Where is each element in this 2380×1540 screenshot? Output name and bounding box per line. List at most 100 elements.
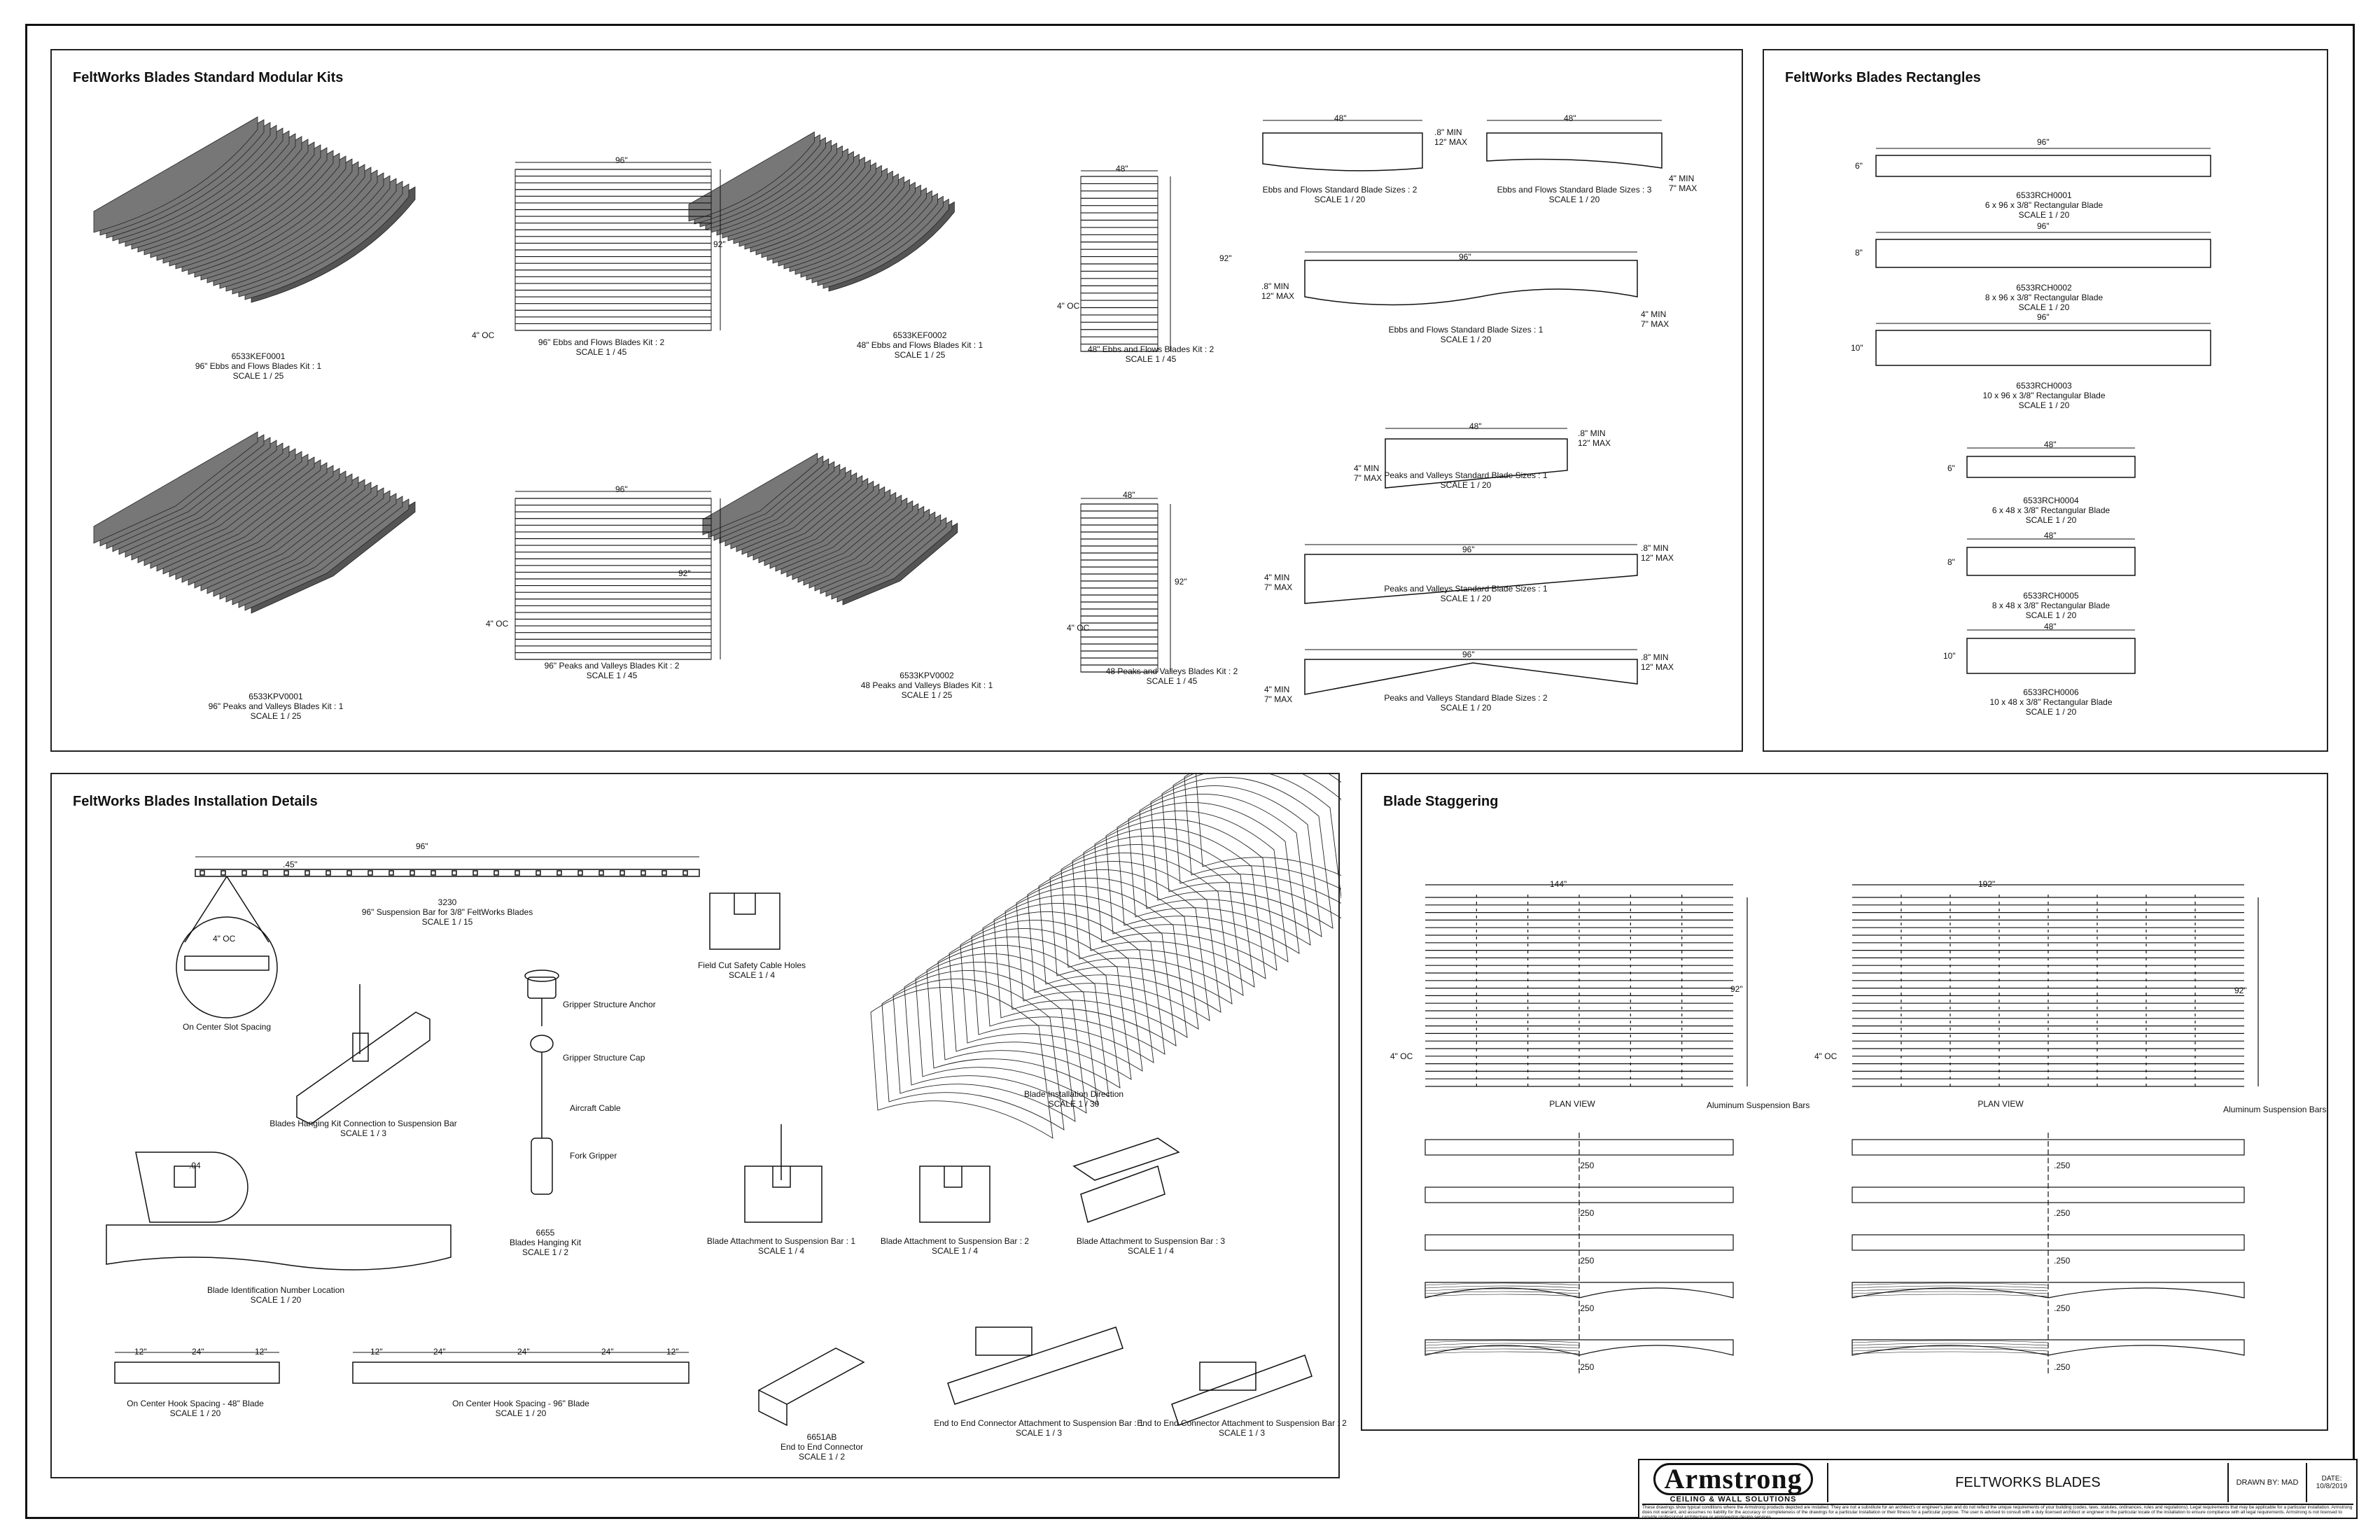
hook-blade-96 xyxy=(352,1362,690,1384)
label-suspension-bars-1: Aluminum Suspension Bars xyxy=(1707,1100,1810,1110)
caption-blade-peaks-1: Peaks and Valleys Standard Blade Sizes :… xyxy=(1384,470,1548,490)
dim-96-k2: 96" xyxy=(615,155,628,165)
hanging-kit-connection xyxy=(296,1011,430,1125)
dim-12-b: 12" xyxy=(255,1347,267,1357)
dim-8-r2: 8" xyxy=(1855,248,1863,258)
dim-48-k4: 48" xyxy=(1116,164,1128,174)
attachment-3 xyxy=(1072,1138,1180,1223)
suspension-bar xyxy=(195,869,700,877)
dim-24-c: 24" xyxy=(517,1347,530,1357)
dim-24-d: 24" xyxy=(601,1347,614,1357)
label-suspension-bars-2: Aluminum Suspension Bars xyxy=(2223,1105,2327,1114)
blade-id-blade xyxy=(106,1224,451,1270)
fork-gripper xyxy=(531,1138,553,1195)
dim-45: .45" xyxy=(283,860,298,869)
blade-ebbs-3 xyxy=(1486,132,1662,169)
kit-peaks-48-plan xyxy=(1080,503,1158,673)
dim-96-k6: 96" xyxy=(615,484,628,494)
label-aircraft-cable: Aircraft Cable xyxy=(570,1103,621,1113)
dim-24-a: 24" xyxy=(192,1347,204,1357)
panel-standard-kits: FeltWorks Blades Standard Modular Kits xyxy=(50,49,1743,752)
rect-blade-6 xyxy=(1966,638,2136,674)
kit-ebbs-96-plan xyxy=(514,169,712,331)
blade-ebbs-1 xyxy=(1304,260,1638,306)
section-title-rectangles: FeltWorks Blades Rectangles xyxy=(1785,70,1981,85)
label-gripper-cap: Gripper Structure Cap xyxy=(563,1053,645,1063)
dim-oc-k4: 4" OC xyxy=(1057,301,1080,311)
armstrong-logo: Armstrong CEILING & WALL SOLUTIONS xyxy=(1642,1463,1824,1504)
dim-92-k2: 92" xyxy=(713,239,726,249)
dim-144: 144" xyxy=(1550,879,1567,889)
offset-label: .250 xyxy=(2054,1303,2071,1313)
dim-48-r4: 48" xyxy=(2044,440,2057,449)
drawing-sheet xyxy=(25,24,2355,1519)
panel-staggering: Blade Staggering 144" 192" 92" 92" 4" OC… xyxy=(1361,773,2328,1431)
panel-installation: FeltWorks Blades Installation Details xyxy=(50,773,1347,1478)
caption-blade-peaks-96: Peaks and Valleys Standard Blade Sizes :… xyxy=(1384,584,1548,603)
drawing-date: DATE: 10/8/2019 xyxy=(2316,1475,2348,1490)
rect-blade-2 xyxy=(1875,239,2211,268)
caption-e2e-2: End to End Connector Attachment to Suspe… xyxy=(1137,1418,1347,1438)
dim-96-b5: 96" xyxy=(1462,545,1475,554)
dim-24-b: 24" xyxy=(433,1347,446,1357)
offset-label: .250 xyxy=(2054,1161,2071,1170)
caption-blade-peaks-2: Peaks and Valleys Standard Blade Sizes :… xyxy=(1384,693,1548,713)
dim-92-k6: 92" xyxy=(678,568,691,578)
dim-48-b1: 48" xyxy=(1334,113,1347,123)
dim-oc-s2: 4" OC xyxy=(1814,1051,1837,1061)
dim-oc-k2: 4" OC xyxy=(472,330,495,340)
kit-peaks-96-plan xyxy=(514,498,712,660)
rectangles-drawings xyxy=(1875,148,2211,674)
dim-192: 192" xyxy=(1978,879,1996,889)
dim-6-r4: 6" xyxy=(1947,463,1955,473)
offset-label: .250 xyxy=(2054,1362,2071,1372)
blade-peaks-1 xyxy=(1385,438,1568,489)
dim-92-s2: 92" xyxy=(2234,986,2247,995)
dim-12-d: 12" xyxy=(666,1347,679,1357)
dim-12-a: 12" xyxy=(134,1347,147,1357)
dim-92-k8: 92" xyxy=(1175,577,1187,587)
label-plan-view-1: PLAN VIEW xyxy=(1549,1099,1595,1109)
rect-blade-4 xyxy=(1966,456,2136,478)
offset-label: .250 xyxy=(1578,1208,1595,1218)
dim-48-k8: 48" xyxy=(1123,490,1135,500)
dim-96-r3: 96" xyxy=(2037,312,2050,322)
rect-blade-1 xyxy=(1875,155,2211,177)
e2e-attachment-1 xyxy=(947,1326,1124,1405)
attachment-1 xyxy=(744,1166,822,1223)
dim-92-s1: 92" xyxy=(1730,984,1743,994)
dim-oc-s1: 4" OC xyxy=(1390,1051,1413,1061)
dim-8-r5: 8" xyxy=(1947,557,1955,567)
caption-e2e-1: End to End Connector Attachment to Suspe… xyxy=(934,1418,1144,1438)
drawn-by: DRAWN BY: MAD xyxy=(2229,1463,2307,1502)
dim-oc-k6: 4" OC xyxy=(486,619,509,629)
field-cut-hole xyxy=(709,892,780,950)
disclaimer: These drawings show typical conditions w… xyxy=(1642,1504,2353,1519)
blade-ebbs-2 xyxy=(1262,132,1423,172)
section-title-installation: FeltWorks Blades Installation Details xyxy=(73,794,318,809)
offset-label: .250 xyxy=(2054,1256,2071,1266)
